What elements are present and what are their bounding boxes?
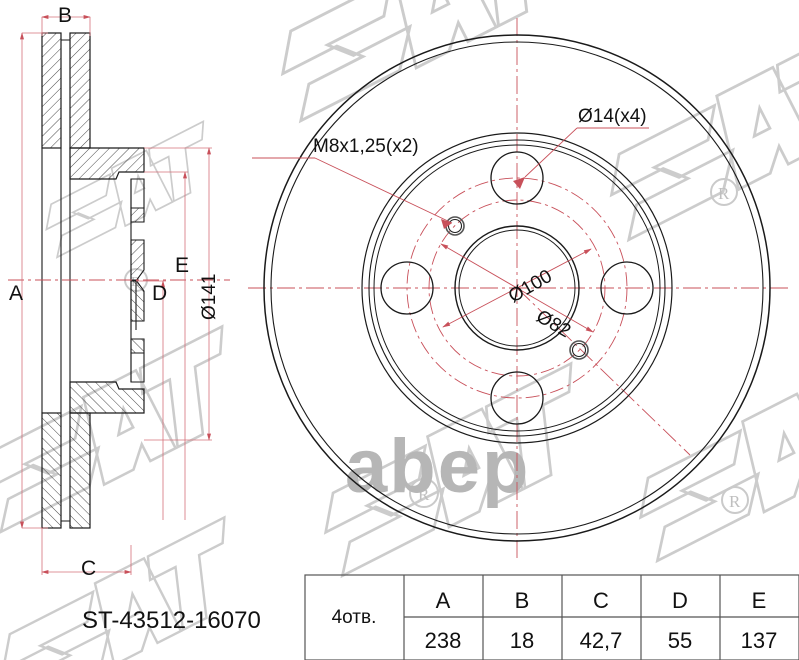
spec-header-e: E	[752, 588, 767, 613]
dim-label-c: C	[81, 557, 96, 580]
section-hub-lower	[69, 279, 145, 414]
lug-hole-right	[600, 261, 654, 315]
front-view	[248, 18, 790, 558]
spec-value-e: 137	[741, 628, 778, 653]
spec-value-b: 18	[510, 628, 534, 653]
m8-hole-lower-right	[569, 340, 589, 360]
lug-hole-top	[490, 151, 544, 205]
lug-hole-group	[380, 151, 654, 425]
section-rotor-lower	[41, 412, 91, 529]
disc-outer-inner-circle	[270, 41, 764, 535]
callout-leader-lines	[252, 127, 649, 224]
section-rotor-upper	[41, 32, 91, 149]
spec-header-c: C	[593, 588, 609, 613]
callout-bolt-thread: M8x1,25(x2)	[313, 136, 419, 157]
spec-value-d: 55	[668, 628, 692, 653]
lug-hole-bottom	[490, 371, 544, 425]
callout-arrowheads	[441, 177, 525, 229]
svg-text:R: R	[729, 492, 741, 511]
friction-ring-inner-circle	[361, 132, 673, 444]
callout-bolt-circle: Ø100	[505, 266, 556, 307]
hat-outer-circle	[368, 139, 666, 437]
part-number-label: ST-43512-16070	[82, 607, 261, 634]
callout-lug-holes: Ø14(x4)	[578, 106, 647, 127]
disc-outer-circle	[263, 34, 771, 542]
spec-header-a: A	[436, 588, 451, 613]
spec-header-b: B	[515, 588, 530, 613]
m8-hole-lower-right-thread	[571, 342, 587, 358]
hat-outer-circle-2	[373, 144, 661, 432]
m8-hole-group	[445, 216, 589, 360]
svg-text:R: R	[418, 485, 430, 504]
svg-text:R: R	[718, 184, 730, 203]
bolt-circle-100	[428, 199, 606, 377]
dim-label-b: B	[58, 4, 72, 27]
m8-hole-upper-left-thread	[447, 218, 463, 234]
dim-label-e: E	[175, 254, 189, 277]
spec-value-c: 42,7	[580, 628, 623, 653]
spec-header-d: D	[672, 588, 688, 613]
m8-pitch-circle	[406, 177, 628, 399]
cross-section-view	[8, 32, 230, 529]
spec-table-grid	[304, 574, 799, 660]
spec-value-a: 238	[425, 628, 462, 653]
dim-label-a: A	[9, 282, 23, 305]
spec-table: 4отв. A B C D E 238 18 42,7 55 137	[304, 574, 799, 660]
section-dimension-lines	[20, 15, 212, 575]
section-bore-lines	[41, 148, 71, 413]
site-watermark-text: abep	[345, 424, 530, 509]
spec-table-row-label: 4отв.	[332, 607, 377, 628]
dim-label-d: D	[152, 282, 167, 305]
lug-hole-left	[380, 261, 434, 315]
dim-label-outer-diameter: Ø141	[199, 274, 220, 320]
front-diameter-dim-lines	[440, 243, 594, 333]
